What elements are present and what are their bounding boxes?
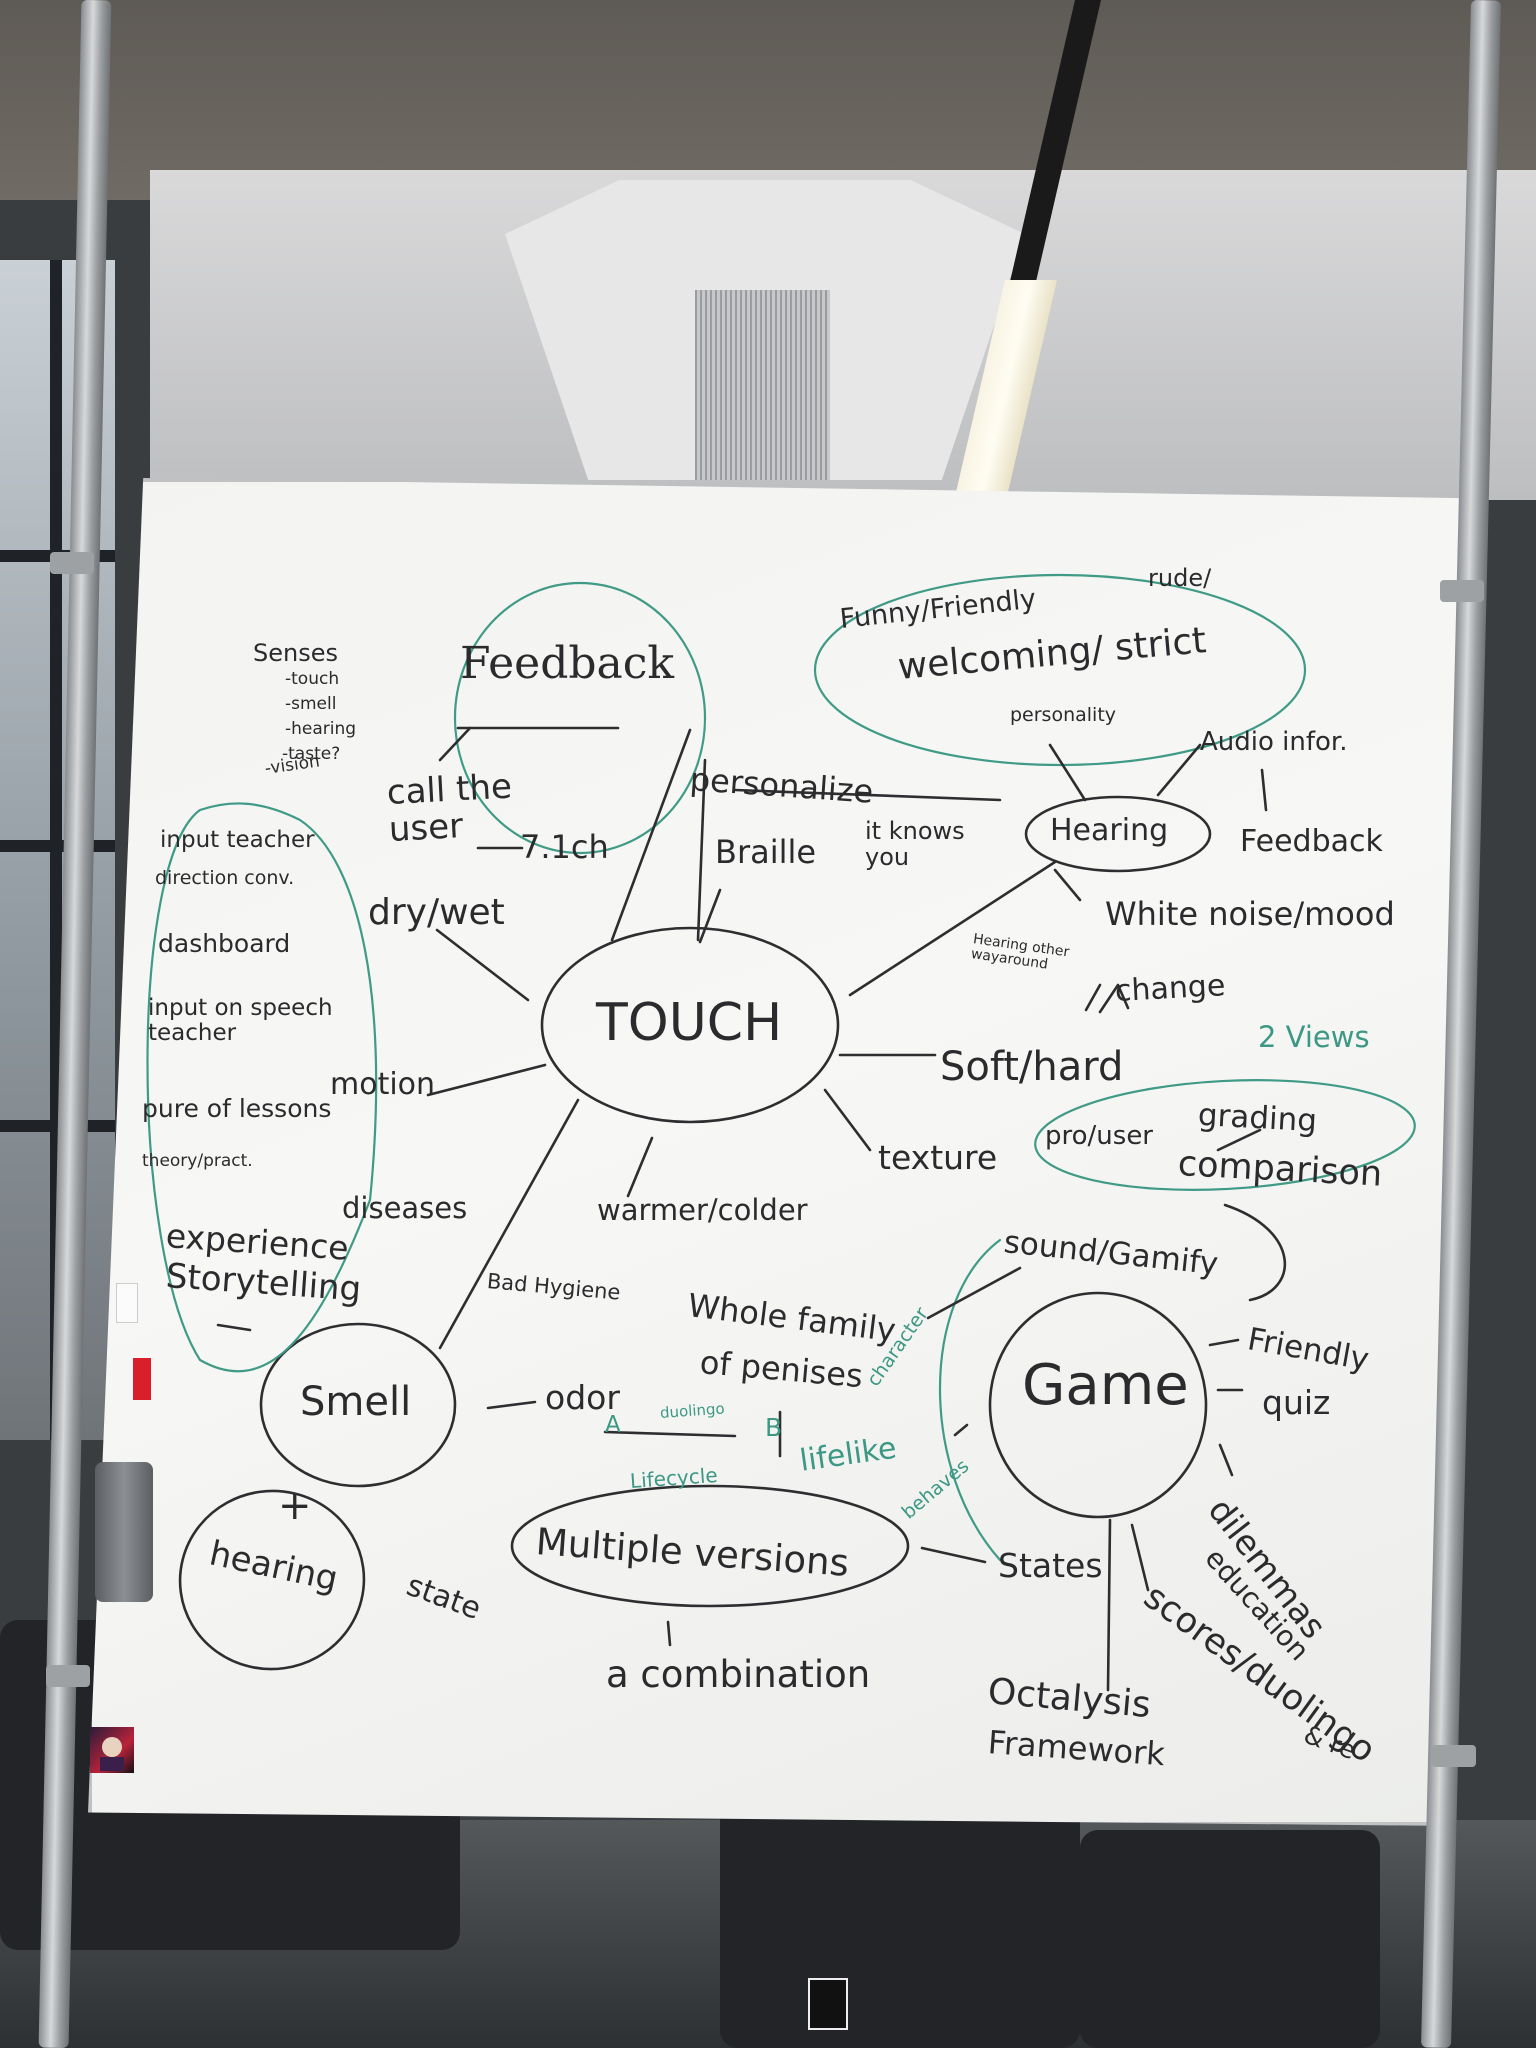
left-list-outline [146, 802, 378, 1373]
stand-clamp [1432, 1745, 1476, 1767]
feedback-title: Feedback [460, 638, 675, 689]
diseases: diseases [342, 1191, 468, 1225]
connector [435, 928, 530, 1002]
connector [823, 1088, 872, 1152]
connector [1218, 1443, 1234, 1477]
connector [610, 728, 692, 942]
sense-item: -hearing [285, 719, 357, 739]
warmer-colder: warmer/colder [597, 1193, 808, 1227]
smell-node: Smell [300, 1379, 412, 1425]
outlet-sign [808, 1978, 848, 2030]
stand-clamp [46, 1665, 90, 1687]
white-magnet [116, 1283, 138, 1323]
personality-cluster-ellipse [813, 573, 1307, 767]
sense-item: -touch [285, 669, 340, 689]
arrow [1098, 983, 1130, 1014]
feedback-cluster-ellipse [453, 581, 707, 855]
hearing-plus-ellipse [178, 1489, 366, 1671]
connector [1106, 1518, 1112, 1692]
office-chair-center [720, 1800, 1080, 2048]
senses-heading: Senses [253, 639, 338, 667]
red-magnet [133, 1358, 151, 1400]
connector [953, 1423, 969, 1437]
hearing-feedback: Feedback [1240, 824, 1383, 859]
a-combination: a combination [606, 1653, 871, 1696]
left-list-item: pure of lessons [142, 1094, 332, 1123]
texture: texture [878, 1138, 998, 1177]
connector [216, 1323, 252, 1332]
version-a: A [605, 1412, 621, 1438]
connector [733, 788, 1002, 802]
game-ellipse [988, 1291, 1208, 1519]
comparison-cluster-ellipse [1034, 1079, 1416, 1191]
concrete-ceiling [0, 0, 1536, 200]
personality: personality [1010, 704, 1117, 726]
connector [920, 1546, 987, 1564]
connector [438, 726, 472, 762]
two-views: 2 Views [1258, 1020, 1370, 1054]
change: change [1114, 968, 1227, 1009]
sense-item: -smell [285, 694, 337, 714]
office-chair-right [1080, 1830, 1380, 2048]
lifecycle: Lifecycle [629, 1462, 719, 1493]
connector [926, 1266, 1022, 1320]
left-list-item: direction conv. [155, 867, 295, 889]
version-b: B [765, 1413, 783, 1442]
hearing-ellipse [1024, 795, 1212, 873]
multiple-versions-ellipse [510, 1484, 910, 1608]
touch-ellipse [540, 926, 840, 1124]
stand-clamp [1440, 580, 1484, 602]
odor: odor [545, 1378, 620, 1417]
game-node: Game [1022, 1353, 1189, 1418]
connector [486, 1400, 537, 1410]
quiz: quiz [1262, 1383, 1331, 1422]
time-value: 7.1ch [520, 828, 609, 866]
game-cluster-arc [938, 1238, 1002, 1562]
connector [438, 1098, 580, 1350]
connector [1048, 743, 1087, 802]
sticker [90, 1727, 134, 1773]
connector [1260, 768, 1268, 812]
connector [1084, 983, 1102, 1012]
connector [848, 860, 1057, 997]
connector [426, 1063, 547, 1097]
motion: motion [330, 1067, 436, 1102]
dry-wet: dry/wet [368, 892, 505, 933]
grading: grading [1197, 1097, 1318, 1140]
connector [1053, 868, 1082, 902]
plus-sign: + [278, 1483, 312, 1529]
touch-node: TOUCH [596, 993, 783, 1053]
connector [696, 758, 707, 942]
stand-clamp [50, 552, 94, 574]
soft-hard: Soft/hard [940, 1044, 1124, 1090]
connector [1156, 743, 1202, 797]
left-list-item: dashboard [158, 929, 291, 958]
sense-item: -taste? [282, 744, 341, 764]
sticker-image [100, 1737, 124, 1771]
connector [666, 1620, 672, 1647]
left-list-item: input on speech teacher [148, 995, 333, 1047]
it-knows-you: it knows you [865, 817, 965, 872]
connector [1130, 1523, 1150, 1592]
connector [1223, 1203, 1287, 1302]
smell-ellipse [259, 1322, 457, 1488]
connector [626, 1136, 654, 1198]
connector [1208, 1338, 1240, 1347]
whiteboard-eraser [95, 1462, 153, 1602]
connector [698, 888, 722, 944]
white-noise-mood: White noise/mood [1105, 895, 1395, 933]
rude: rude/ [1148, 564, 1212, 592]
left-list-item: theory/pract. [142, 1151, 253, 1171]
audio-info: Audio infor. [1200, 727, 1348, 757]
states: States [998, 1546, 1103, 1585]
hearing-node: Hearing [1050, 813, 1169, 848]
connector [1216, 1128, 1262, 1152]
braille: Braille [715, 833, 817, 871]
left-list-item: input teacher [160, 827, 315, 853]
pro-user: pro/user [1045, 1121, 1153, 1151]
vent-grille [695, 290, 830, 480]
connector [603, 1430, 737, 1438]
